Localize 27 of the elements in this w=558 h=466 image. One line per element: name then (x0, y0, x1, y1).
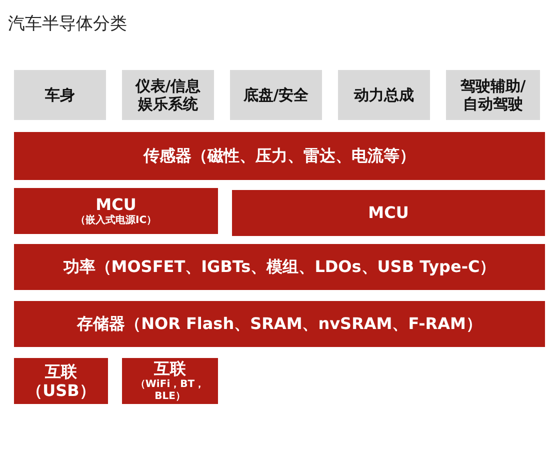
label: 功率（MOSFET、IGBTs、模组、LDOs、USB Type-C） (63, 257, 496, 277)
category-box (230, 70, 322, 120)
component-band (14, 188, 218, 234)
label: 车身 (45, 86, 75, 104)
component-band (14, 358, 108, 404)
label: 动力总成 (354, 86, 414, 104)
component-band (122, 358, 218, 404)
label: 传感器（磁性、压力、雷达、电流等） (144, 146, 416, 166)
category-box (446, 70, 540, 120)
component-band (14, 132, 545, 180)
title: 汽车半导体分类 (8, 13, 127, 35)
category-box (14, 70, 106, 120)
sub-label: （WiFi，BT，BLE） (134, 378, 206, 403)
category-box (122, 70, 214, 120)
label: MCU (368, 203, 409, 223)
component-band (232, 190, 545, 236)
label: 仪表/信息娱乐系统 (134, 77, 202, 113)
label: 底盘/安全 (243, 86, 309, 104)
label: 互联 (154, 359, 186, 379)
label: 互联（USB） (26, 362, 96, 400)
label: MCU (96, 195, 136, 214)
category-box (338, 70, 430, 120)
component-band (14, 301, 545, 347)
sub-label: （嵌入式电源IC） (75, 214, 157, 227)
component-band (14, 244, 545, 290)
label: 存储器（NOR Flash、SRAM、nvSRAM、F-RAM） (77, 314, 482, 334)
label: 驾驶辅助/自动驾驶 (459, 77, 527, 113)
